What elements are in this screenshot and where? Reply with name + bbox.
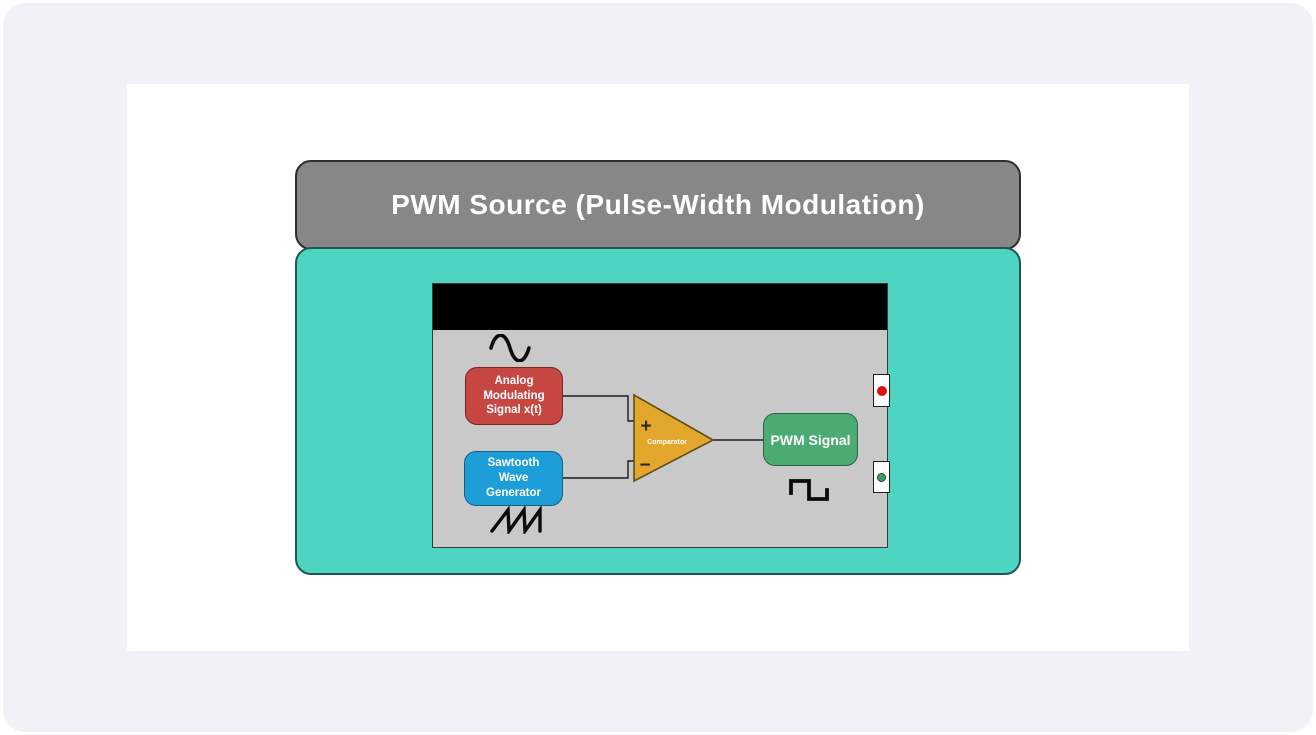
square-wave-icon [789,479,829,501]
pwm-signal-label: PWM Signal [770,431,851,448]
sine-wave-icon [489,334,531,362]
panel-header-bar [433,284,887,330]
diagram-body: + − Comparator Analog Modulating Signal … [295,247,1021,575]
red-port-dot-icon [876,385,887,396]
connection-wires-layer: + − Comparator [563,393,763,483]
comparator-triangle [633,393,715,483]
diagram-title: PWM Source (Pulse-Width Modulation) [391,189,925,220]
sawtooth-wave-generator-label: Sawtooth Wave Generator [486,457,541,499]
output-port-bottom [873,461,890,493]
output-port-top [873,374,890,407]
diagram-title-bar: PWM Source (Pulse-Width Modulation) [295,160,1021,250]
comparator-minus-input: − [639,455,650,476]
comparator-label: Comparator [647,439,687,446]
analog-modulating-signal-label: Analog Modulating Signal x(t) [483,374,545,417]
content-card: PWM Source (Pulse-Width Modulation) + − … [127,84,1189,651]
sawtooth-wave-icon [490,506,542,534]
scope-panel: + − Comparator Analog Modulating Signal … [432,283,890,548]
green-port-dot-icon [877,472,886,482]
pwm-signal-block: PWM Signal [763,413,858,466]
pwm-source-diagram: PWM Source (Pulse-Width Modulation) + − … [295,160,1021,575]
wire-sawtooth-to-comparator [563,460,634,479]
wire-analog-to-comparator [563,395,634,422]
sawtooth-wave-generator-block: Sawtooth Wave Generator [464,451,563,506]
analog-modulating-signal-block: Analog Modulating Signal x(t) [465,367,563,425]
comparator-plus-input: + [640,416,651,437]
